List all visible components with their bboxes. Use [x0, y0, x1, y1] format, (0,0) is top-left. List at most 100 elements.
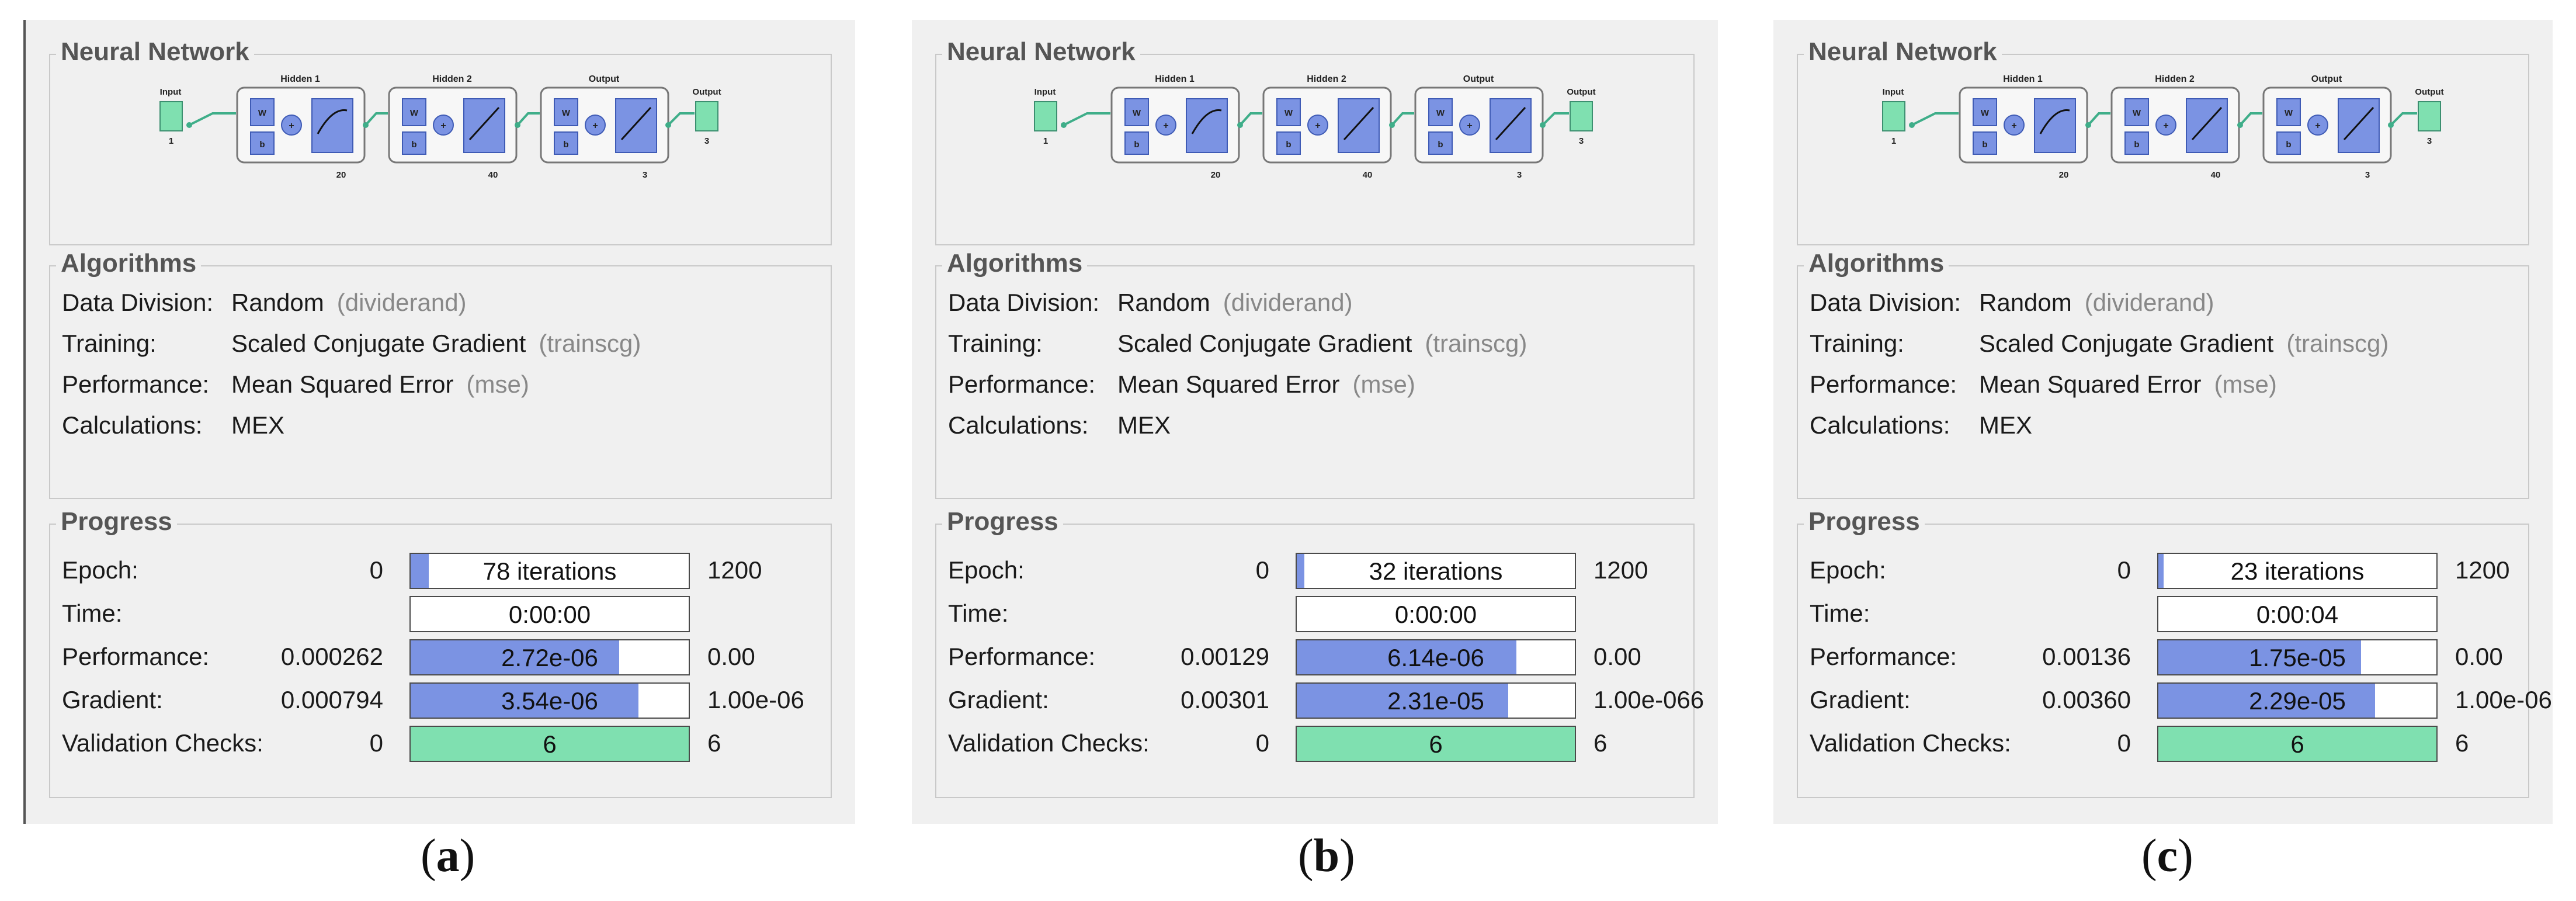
hidden2-weight-block [1276, 98, 1301, 126]
hidden2-size: 40 [1363, 170, 1373, 180]
progress-label: Time: [62, 599, 123, 627]
algo-row-data-division: Data Division: Random(dividerand) [948, 289, 1682, 324]
progress-bar-text: 1.75e-05 [2249, 644, 2346, 671]
input-size: 1 [1891, 136, 1896, 146]
progress-label: Time: [948, 599, 1009, 627]
progress-label: Performance: [948, 643, 1096, 670]
progress-bar: 6.14e-06 [1296, 639, 1576, 675]
output-weight-label: W [2285, 108, 2293, 118]
progress-max: 0.00 [707, 643, 755, 670]
progress-bar-text: 0:00:00 [508, 601, 591, 628]
algo-label: Calculations: [948, 411, 1089, 439]
connector-output-output [2390, 112, 2417, 126]
hidden1-bias-label: b [1134, 140, 1139, 150]
connector-output-output [667, 112, 695, 126]
progress-row-validation-checks: Validation Checks: 0 6 6 [1810, 726, 2516, 764]
algo-row-calculations: Calculations: MEX [62, 411, 819, 446]
input-size: 1 [1043, 136, 1048, 146]
progress-max: 1.00e-06 [707, 686, 804, 713]
junction-dot [1540, 122, 1546, 128]
hidden1-label: Hidden 1 [2003, 74, 2043, 84]
hidden2-bias-label: b [2134, 140, 2139, 150]
hidden1-sum-symbol: + [1163, 121, 1168, 131]
algo-row-data-division: Data Division: Random(dividerand) [62, 289, 819, 324]
hidden1-bias-block [1124, 131, 1149, 155]
output-sum-node [585, 115, 606, 136]
progress-title: Progress [56, 507, 177, 536]
progress-min: 0 [369, 556, 383, 584]
hidden1-transfer-block [1186, 98, 1228, 153]
output-weight-block [2276, 98, 2301, 126]
progress-bar: 6 [1296, 726, 1576, 762]
input-node [159, 101, 183, 131]
hidden2-bias-block [1276, 131, 1301, 155]
progress-max: 6 [1593, 729, 1608, 757]
hidden1-bias-block [250, 131, 275, 155]
hidden1-transfer-block [2034, 98, 2076, 153]
caption-close-paren: ) [1339, 830, 1355, 882]
hidden2-label: Hidden 2 [432, 74, 472, 84]
training-panel-c: Neural Network Input 1 [1773, 20, 2553, 824]
progress-bar: 0:00:04 [2157, 596, 2438, 632]
algo-label: Performance: [1810, 370, 1957, 398]
output-sum-symbol: + [1467, 121, 1472, 131]
junction-dots [1909, 122, 2394, 128]
progress-row-validation-checks: Validation Checks: 0 6 6 [948, 726, 1682, 764]
progress-bar: 6 [2157, 726, 2438, 762]
algo-label: Training: [62, 330, 157, 357]
progress-bar-text: 23 iterations [2230, 557, 2365, 585]
output-bias-label: b [2286, 140, 2291, 150]
progress-min: 0.000262 [280, 643, 383, 670]
hidden1-size: 20 [1211, 170, 1221, 180]
connector-hidden1-hidden2 [2087, 112, 2110, 126]
hidden2-sum-symbol: + [440, 121, 446, 131]
progress-row-performance: Performance: 0.00136 1.75e-05 0.00 [1810, 639, 2516, 678]
algo-row-training: Training: Scaled Conjugate Gradient(trai… [1810, 330, 2516, 365]
output-layer-label: Output [1463, 74, 1494, 84]
progress-bar: 1.75e-05 [2157, 639, 2438, 675]
hidden1-weight-label: W [1981, 108, 1990, 118]
progress-bar-text: 0:00:04 [2256, 601, 2339, 628]
hidden1-sum-symbol: + [289, 121, 294, 131]
hidden2-sum-node [433, 115, 454, 136]
algo-value-text: Scaled Conjugate Gradient [1979, 330, 2274, 357]
progress-row-gradient: Gradient: 0.00301 2.31e-05 1.00e-066 [948, 682, 1704, 721]
algo-value: Random(dividerand) [1979, 289, 2214, 317]
algo-value-text: Mean Squared Error [1117, 370, 1340, 398]
hidden1-size: 20 [336, 170, 346, 180]
hidden2-weight-block [402, 98, 426, 126]
progress-bar-text: 2.72e-06 [501, 644, 598, 671]
hidden1-weight-label: W [1133, 108, 1141, 118]
panel-caption-b: (b) [1298, 830, 1355, 883]
progress-min: 0.00301 [1181, 686, 1269, 713]
progress-bar-text: 32 iterations [1369, 557, 1503, 585]
caption-letter: a [436, 830, 460, 882]
hidden2-sum-node [1307, 115, 1328, 136]
progress-bar-fill [411, 684, 639, 718]
progress-bar-text: 2.31e-05 [1387, 687, 1484, 715]
algo-row-data-division: Data Division: Random(dividerand) [1810, 289, 2516, 324]
output-bias-block [1428, 131, 1453, 155]
progress-min: 0 [2117, 556, 2131, 584]
hidden1-bias-label: b [259, 140, 265, 150]
progress-label: Gradient: [62, 686, 163, 713]
connector-lines [189, 112, 695, 126]
progress-row-time: Time: 0:00:00 [62, 596, 819, 635]
input-label: Input [1883, 87, 1904, 97]
progress-bar-fill [411, 640, 619, 674]
algorithms-title: Algorithms [1804, 249, 1949, 278]
progress-min: 0 [1255, 729, 1269, 757]
progress-group: Progress Epoch: 0 32 iterations 1200 Tim… [935, 507, 1704, 798]
algo-row-training: Training: Scaled Conjugate Gradient(trai… [62, 330, 819, 365]
output-transfer-block [2338, 98, 2380, 153]
progress-title: Progress [1804, 507, 1925, 536]
caption-open-paren: ( [2141, 830, 2157, 882]
output-sum-node [2307, 115, 2328, 136]
progress-bar: 0:00:00 [409, 596, 690, 632]
output-sum-symbol: + [2315, 121, 2320, 131]
progress-label: Validation Checks: [1810, 729, 2011, 757]
neural-network-title: Neural Network [942, 37, 1140, 67]
caption-open-paren: ( [421, 830, 436, 882]
algo-label: Performance: [948, 370, 1096, 398]
